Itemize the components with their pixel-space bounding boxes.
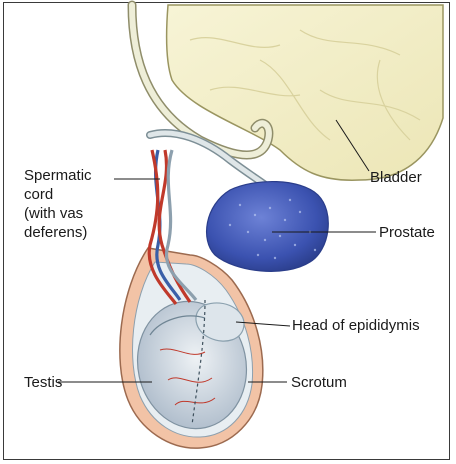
- label-head-of-epididymis: Head of epididymis: [292, 316, 420, 335]
- label-prostate: Prostate: [379, 223, 435, 242]
- label-bladder: Bladder: [370, 168, 422, 187]
- label-scrotum: Scrotum: [291, 373, 347, 392]
- bladder-shape: [167, 5, 443, 180]
- label-spermatic-cord-line-4: deferens): [24, 223, 92, 242]
- label-testis: Testis: [24, 373, 62, 392]
- label-spermatic-cord-line-2: cord: [24, 185, 92, 204]
- label-spermatic-cord: Spermatic cord (with vas deferens): [24, 166, 92, 242]
- prostate-shape: [207, 182, 329, 272]
- label-spermatic-cord-line-3: (with vas: [24, 204, 92, 223]
- label-spermatic-cord-line-1: Spermatic: [24, 166, 92, 185]
